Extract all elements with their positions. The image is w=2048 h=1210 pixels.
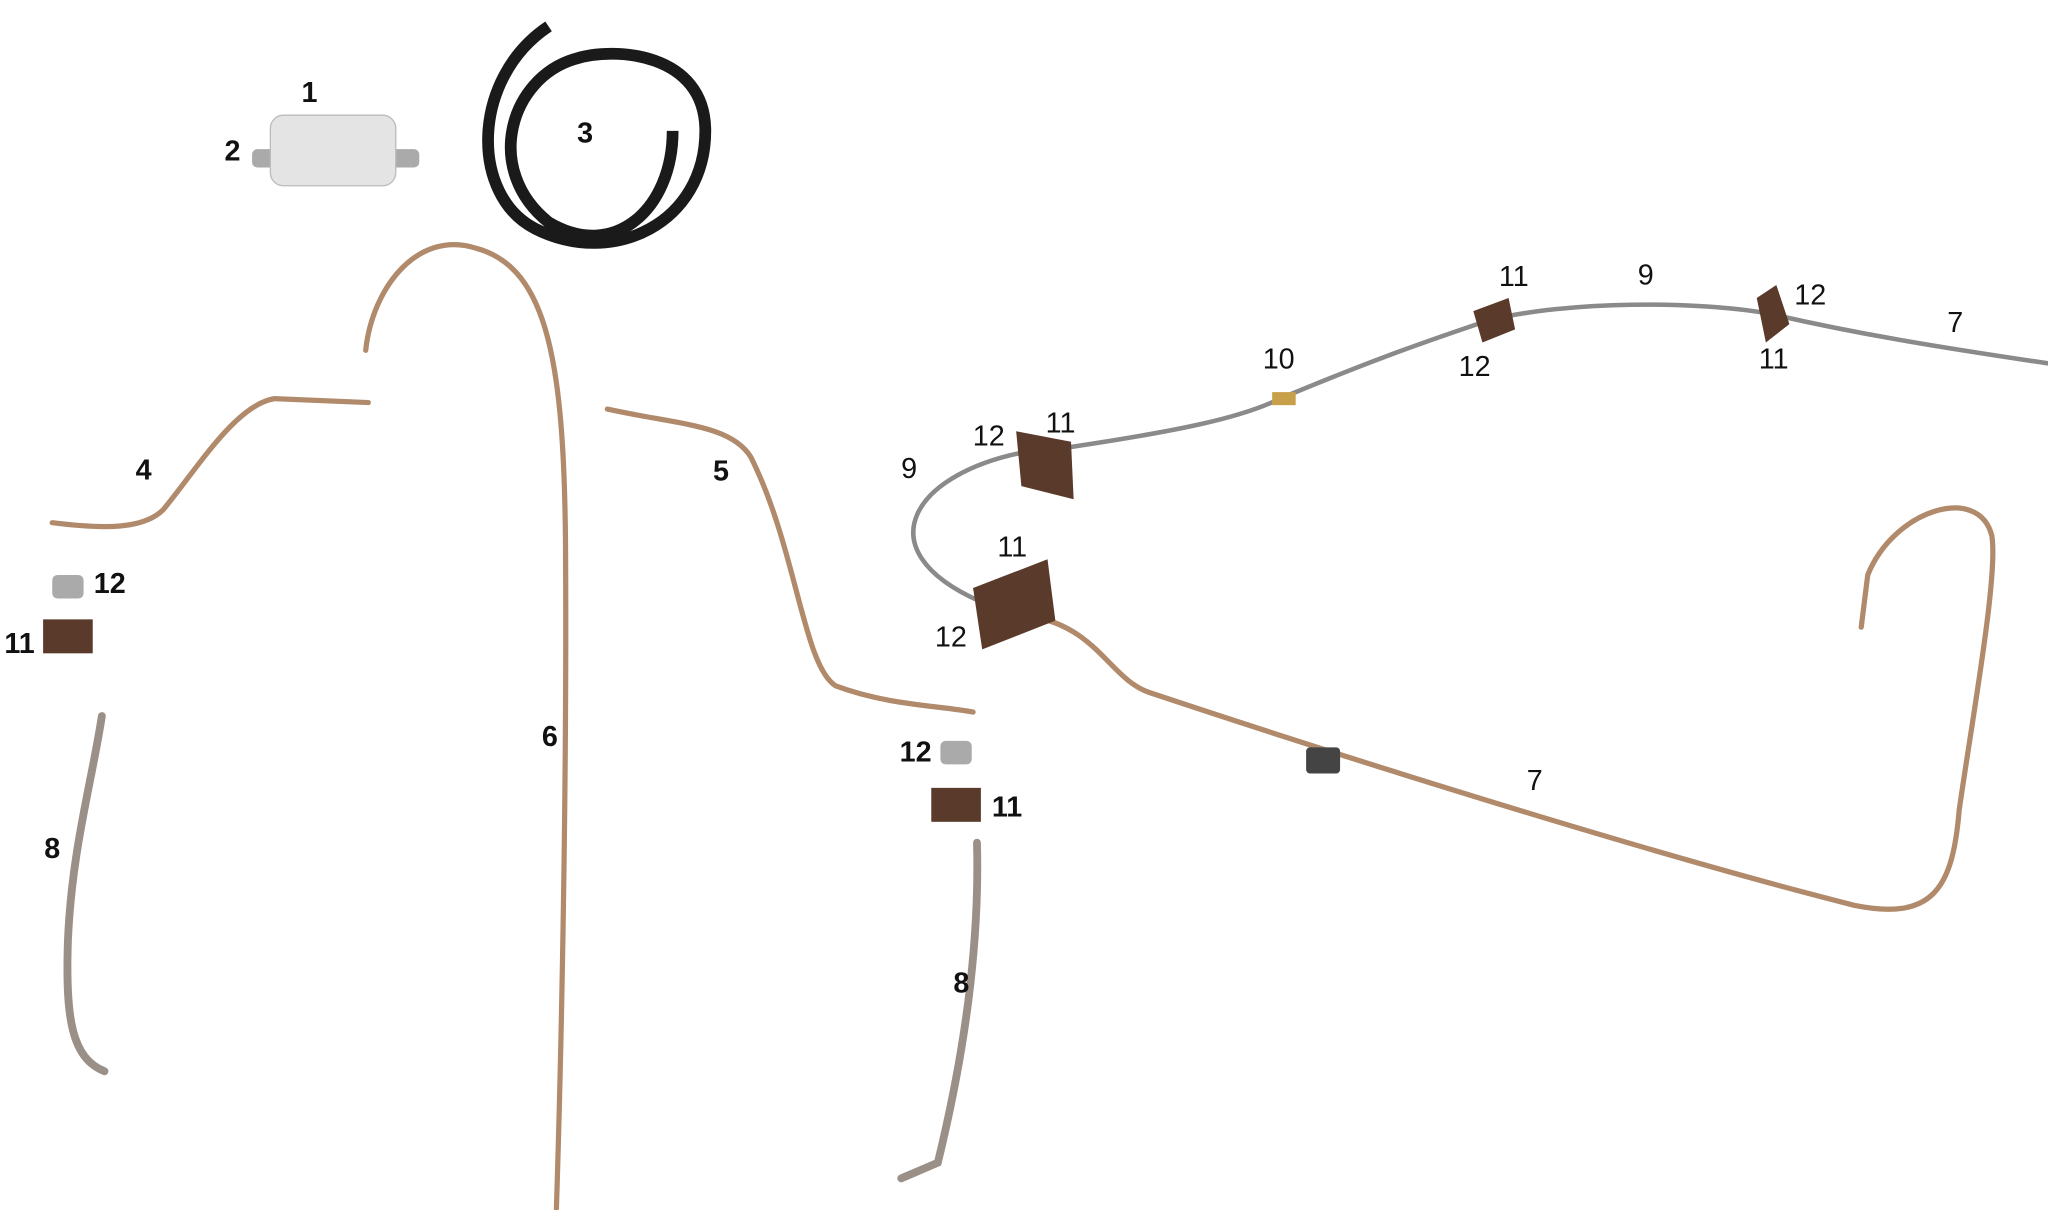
label-12: 12 (973, 420, 1005, 452)
label-2: 2 (224, 136, 240, 168)
brake-line-7-lower (1029, 505, 1996, 912)
part-labels: 1 2 3 4 5 6 7 7 8 8 9 9 10 11 12 11 12 1… (4, 77, 1963, 1000)
label-9-loop: 9 (901, 453, 917, 485)
label-8-right: 8 (953, 968, 969, 1000)
brake-line-upper-run (1068, 302, 2048, 450)
reservoir-part (252, 114, 420, 187)
label-10: 10 (1263, 343, 1295, 375)
label-12: 12 (935, 622, 967, 654)
label-4: 4 (136, 454, 152, 486)
label-11: 11 (992, 791, 1022, 823)
label-11: 11 (1499, 261, 1529, 293)
mounting-pads (43, 285, 1790, 822)
label-12: 12 (94, 568, 126, 600)
brake-line-4 (49, 396, 371, 530)
label-9-upper: 9 (1638, 260, 1654, 292)
label-5: 5 (713, 456, 729, 488)
label-12: 12 (1794, 279, 1826, 311)
brake-line-5 (604, 406, 976, 715)
label-7-lower: 7 (1527, 765, 1543, 797)
label-1: 1 (302, 77, 318, 109)
brake-line-6 (363, 241, 569, 1210)
label-7-upper: 7 (1947, 307, 1963, 339)
label-11: 11 (4, 628, 34, 660)
brake-hose-8-right (897, 838, 982, 1183)
label-12: 12 (900, 736, 932, 768)
rubber-hose-coil (482, 21, 712, 249)
label-11: 11 (1046, 407, 1076, 439)
label-11: 11 (1759, 343, 1789, 375)
brake-line-9-loop (911, 448, 1035, 604)
label-12: 12 (1459, 351, 1491, 383)
label-11: 11 (997, 531, 1027, 563)
label-8-left: 8 (44, 833, 60, 865)
label-6: 6 (542, 721, 558, 753)
retaining-clips (52, 392, 1341, 774)
label-3: 3 (577, 117, 593, 149)
brake-hose-8-left (63, 712, 109, 1076)
